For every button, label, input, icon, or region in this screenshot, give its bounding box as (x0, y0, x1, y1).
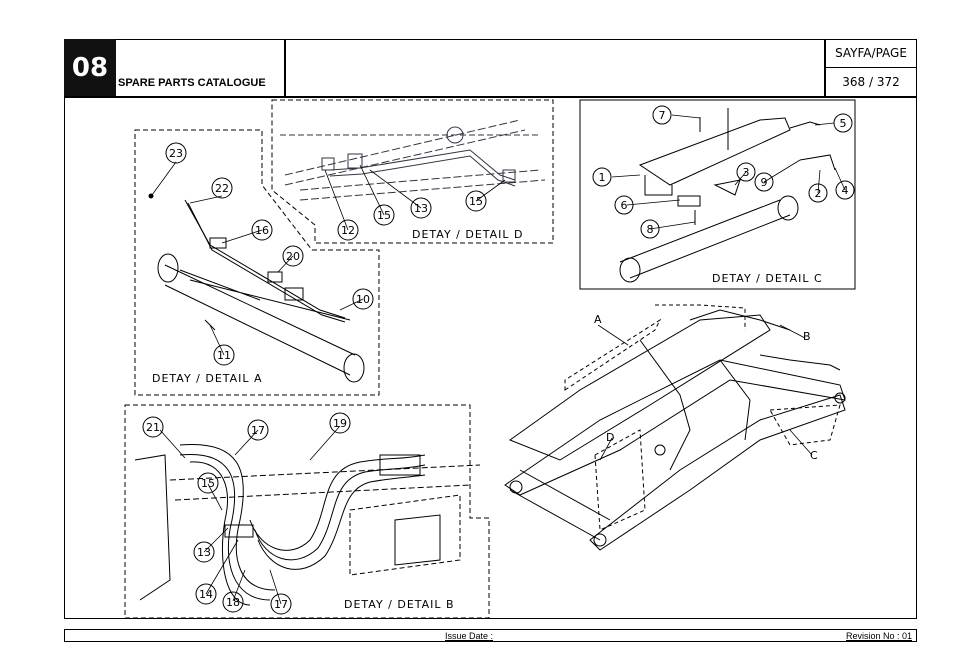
detail-d-frame (271, 99, 554, 244)
callout-8: 8 (647, 223, 654, 236)
detail-c-frame (579, 99, 856, 290)
assembly-label-b: B (803, 330, 811, 343)
callout-1: 1 (599, 171, 606, 184)
assembly-label-d: D (606, 431, 614, 444)
callout-5: 5 (840, 117, 847, 130)
callout-18: 18 (226, 596, 240, 609)
callout-20: 20 (286, 250, 300, 263)
callout-14: 14 (199, 588, 213, 601)
detail-a-frame (134, 129, 380, 396)
assembly-label-a: A (594, 313, 602, 326)
callout-10: 10 (356, 293, 370, 306)
callout-21: 21 (146, 421, 160, 434)
callout-numbers: 23 22 16 20 10 11 12 15 13 15 1 6 8 7 3 … (146, 109, 849, 611)
footer-bar: Issue Date : Revision No : 01 (64, 629, 917, 642)
page-number: 368 / 372 (842, 75, 900, 89)
detail-a-label: DETAY / DETAIL A (152, 372, 263, 385)
revision-number: Revision No : 01 (845, 631, 912, 641)
callout-6: 6 (621, 199, 628, 212)
callout-23: 23 (169, 147, 183, 160)
page-box-divider (824, 67, 917, 68)
detail-b-frame (124, 404, 490, 619)
page-label: SAYFA/PAGE (835, 46, 907, 60)
callout-circles (142, 105, 855, 615)
detail-c-label: DETAY / DETAIL C (712, 272, 823, 285)
callout-15: 15 (377, 209, 391, 222)
assembly-letters: A B D C (594, 313, 818, 462)
callout-7: 7 (659, 109, 666, 122)
detail-b-label: DETAY / DETAIL B (344, 598, 455, 611)
loader-assembly (504, 304, 846, 551)
section-badge: 08 (64, 39, 116, 96)
callout-19: 19 (333, 417, 347, 430)
header-divider (64, 96, 917, 98)
callout-16: 16 (255, 224, 269, 237)
callout-17: 17 (274, 598, 288, 611)
catalogue-title: SPARE PARTS CATALOGUE (118, 77, 266, 89)
detail-b-illustration (134, 443, 481, 606)
detail-c-illustration (619, 108, 836, 283)
callout-15: 15 (469, 195, 483, 208)
callout-15: 15 (201, 477, 215, 490)
callout-17: 17 (251, 424, 265, 437)
leader-lines (151, 114, 846, 605)
callout-3: 3 (743, 166, 750, 179)
page-frame (64, 39, 917, 619)
callout-11: 11 (217, 349, 231, 362)
callout-9: 9 (761, 176, 768, 189)
callout-13: 13 (414, 202, 428, 215)
callout-4: 4 (842, 184, 849, 197)
callout-2: 2 (815, 187, 822, 200)
detail-a-illustration (148, 193, 365, 383)
detail-d-illustration (280, 119, 546, 201)
header-separator (284, 39, 286, 96)
callout-12: 12 (341, 224, 355, 237)
assembly-label-c: C (810, 449, 818, 462)
callout-13: 13 (197, 546, 211, 559)
callout-22: 22 (215, 182, 229, 195)
issue-date: Issue Date : (445, 631, 494, 641)
detail-d-label: DETAY / DETAIL D (412, 228, 524, 241)
